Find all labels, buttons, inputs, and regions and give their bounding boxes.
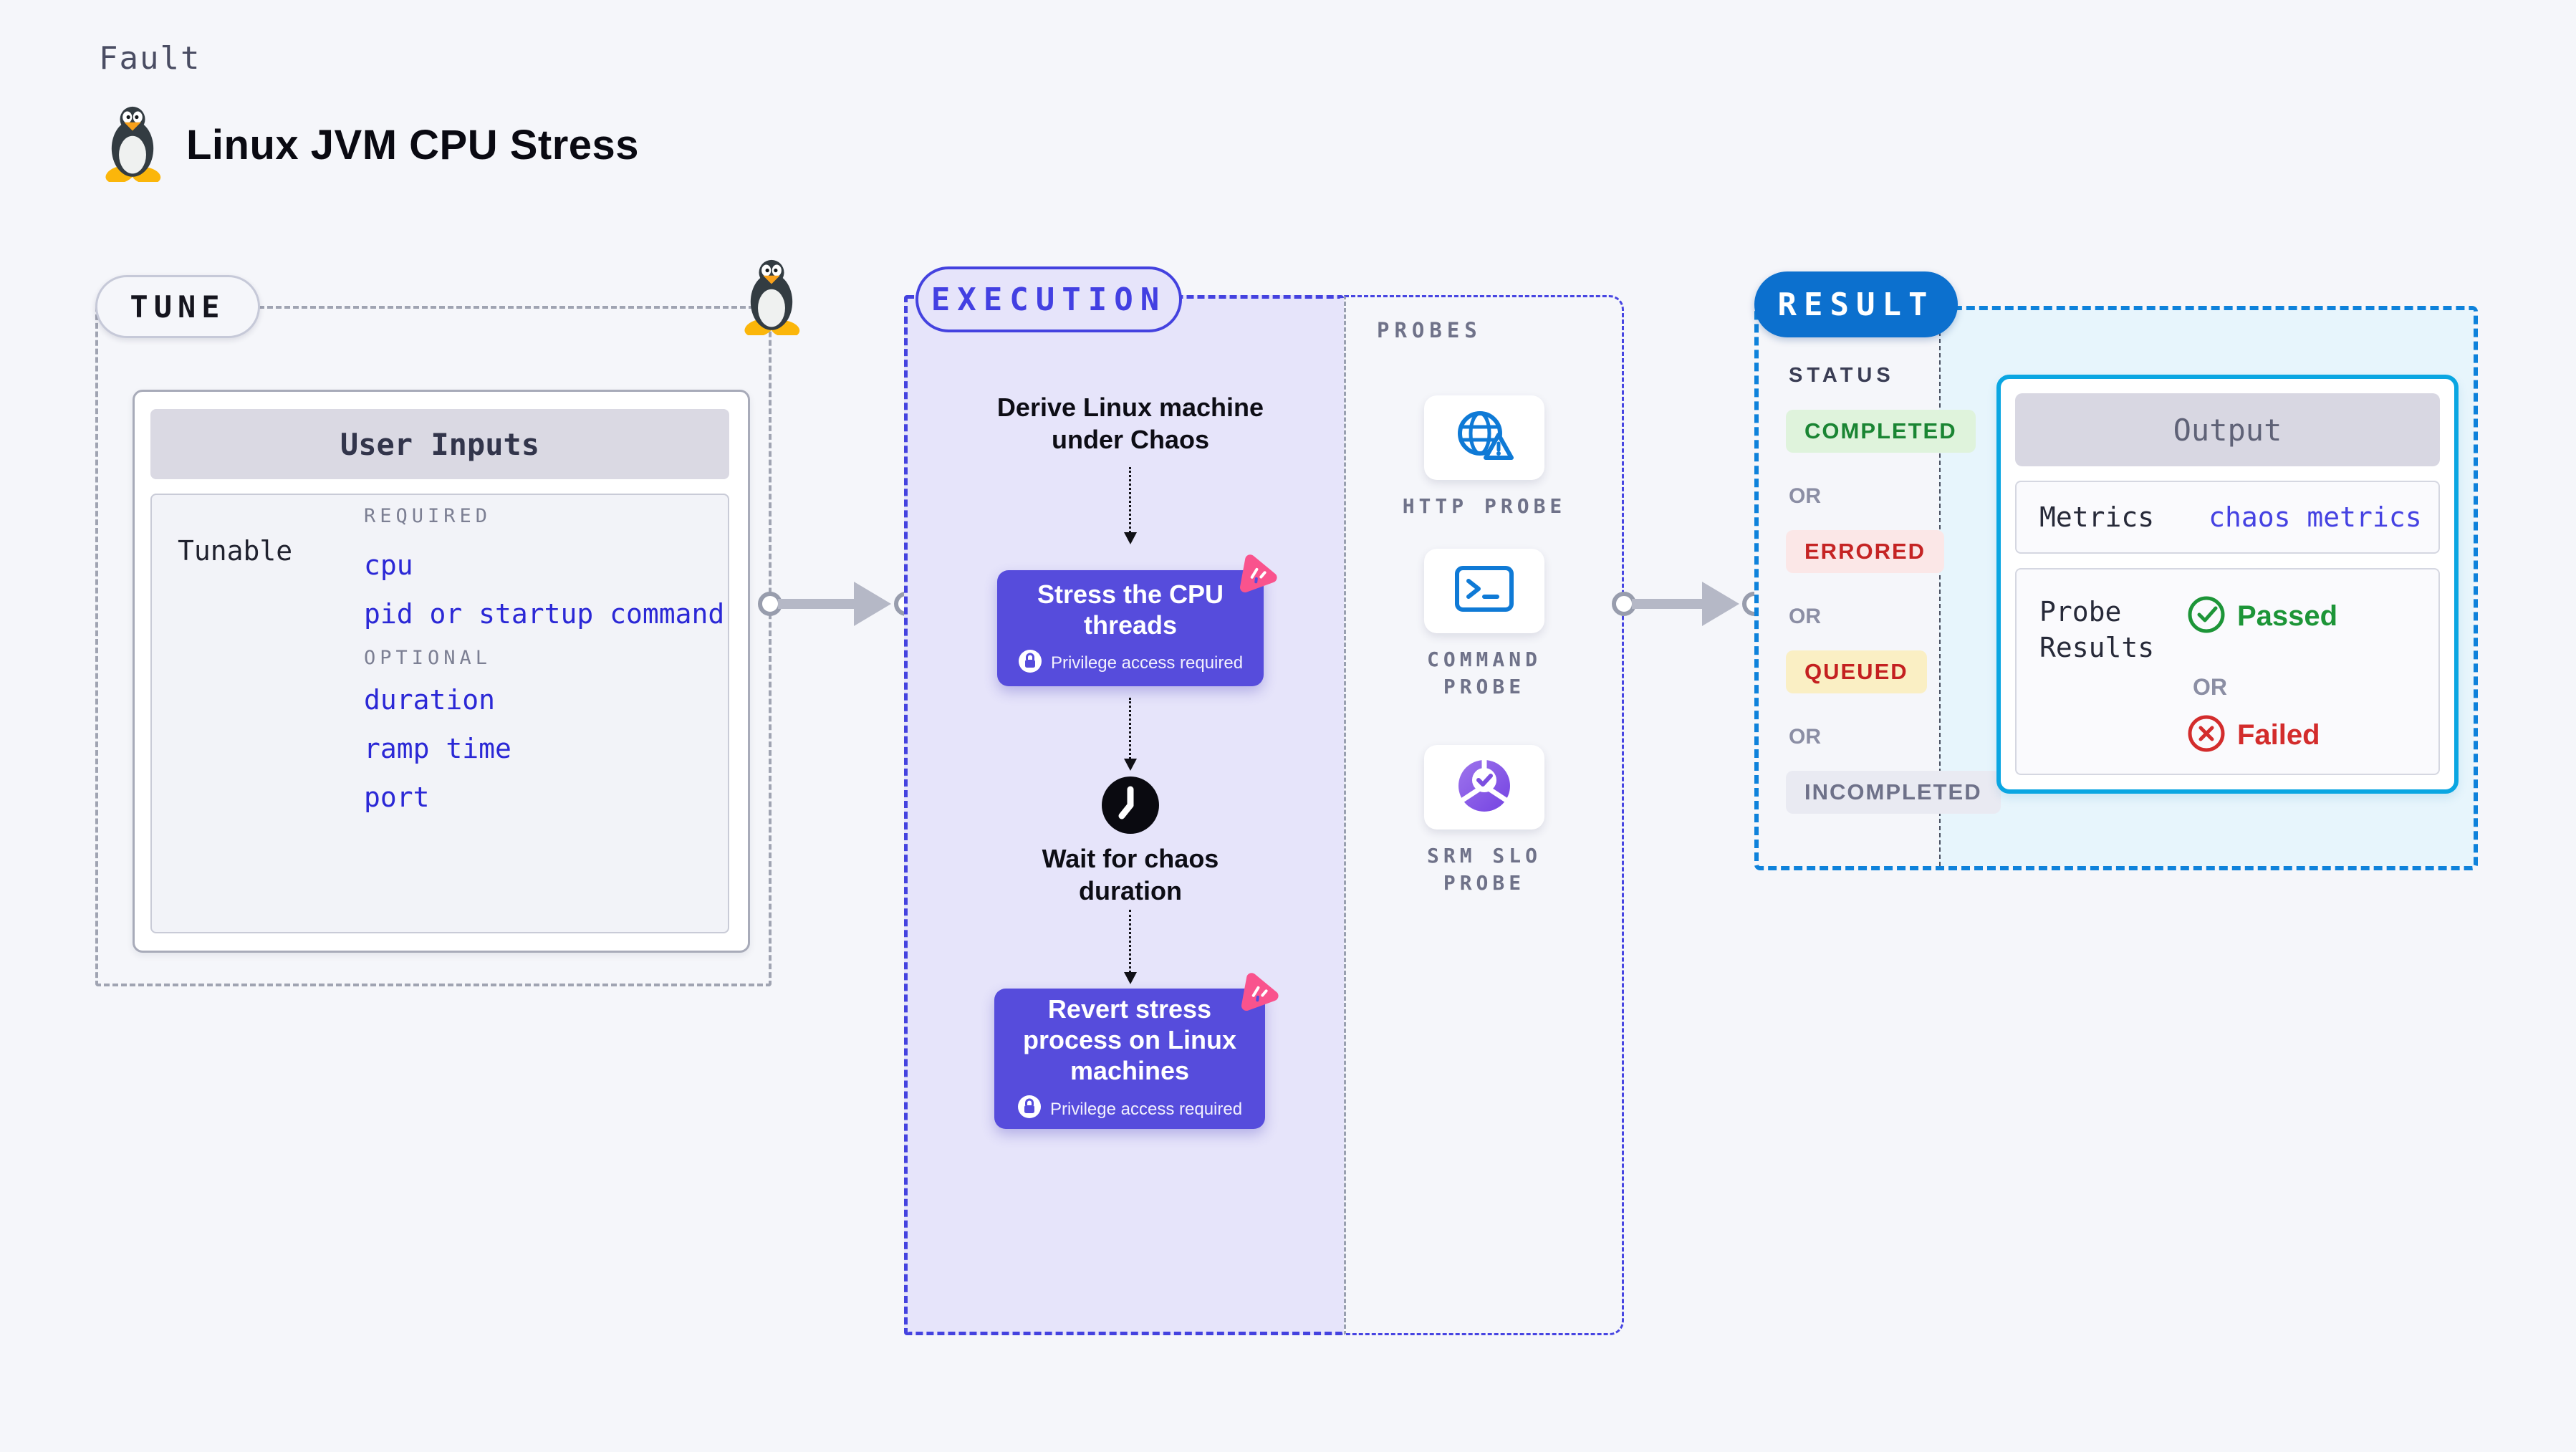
metrics-row: Metrics chaos metrics bbox=[2015, 481, 2440, 554]
connector-line bbox=[778, 599, 857, 609]
status-label: STATUS bbox=[1789, 364, 1895, 387]
status-badge-incompleted: INCOMPLETED bbox=[1786, 771, 2001, 814]
srm-slo-probe-label: SRM SLO PROBE bbox=[1426, 844, 1542, 895]
connector-line bbox=[1632, 599, 1703, 609]
privilege-note-row: Privilege access required bbox=[1017, 1095, 1242, 1124]
lock-icon bbox=[1017, 1095, 1042, 1124]
lock-icon bbox=[1018, 649, 1042, 678]
globe-warning-icon bbox=[1451, 408, 1517, 468]
fault-eyebrow-label: Fault bbox=[99, 40, 201, 77]
tune-section-box bbox=[95, 306, 772, 986]
tunable-row-label: Tunable bbox=[178, 535, 293, 567]
flow-arrow-down-icon bbox=[1123, 698, 1138, 771]
probe-results-row: Probe Results Passed OR F bbox=[2015, 568, 2440, 775]
check-circle-icon bbox=[2187, 595, 2226, 638]
status-badge-queued: QUEUED bbox=[1786, 650, 1927, 693]
step-derive-machine: Derive Linux machine under Chaos bbox=[996, 393, 1264, 454]
input-item-duration: duration bbox=[364, 684, 496, 716]
required-section-label: REQUIRED bbox=[364, 505, 492, 527]
passed-verdict: Passed bbox=[2187, 595, 2337, 638]
privilege-note: Privilege access required bbox=[1050, 653, 1244, 673]
tune-badge: TUNE bbox=[95, 275, 260, 338]
action-title: Stress the CPU threads bbox=[1037, 579, 1224, 640]
action-title: Revert stress process on Linux machines bbox=[1022, 994, 1237, 1085]
result-badge: RESULT bbox=[1754, 271, 1958, 337]
flow-arrow-down-icon bbox=[1123, 467, 1138, 544]
or-label: OR bbox=[1789, 725, 1821, 749]
privilege-note-row: Privilege access required bbox=[1018, 649, 1243, 678]
slo-donut-icon bbox=[1453, 755, 1515, 820]
tune-to-execution-connector bbox=[758, 580, 918, 629]
input-item-port: port bbox=[364, 782, 430, 813]
or-label: OR bbox=[2193, 674, 2227, 700]
or-label: OR bbox=[1789, 605, 1821, 628]
passed-label: Passed bbox=[2237, 600, 2338, 632]
tux-penguin-icon bbox=[99, 105, 166, 186]
command-probe-label: COMMAND PROBE bbox=[1426, 648, 1542, 698]
flow-arrow-down-icon bbox=[1123, 910, 1138, 984]
step-wait-duration: Wait for chaos duration bbox=[1042, 844, 1219, 905]
failed-label: Failed bbox=[2237, 719, 2320, 751]
http-probe-label: HTTP PROBE bbox=[1402, 494, 1567, 518]
chaos-logo-icon bbox=[1232, 552, 1278, 595]
command-probe-card bbox=[1424, 549, 1544, 633]
user-inputs-header: User Inputs bbox=[150, 409, 729, 479]
http-probe-card bbox=[1424, 395, 1544, 480]
privilege-note: Privilege access required bbox=[1049, 1099, 1243, 1119]
title-row: Linux JVM CPU Stress bbox=[99, 105, 639, 186]
optional-section-label: OPTIONAL bbox=[364, 647, 492, 669]
or-label: OR bbox=[1789, 484, 1821, 508]
input-item-cpu: cpu bbox=[364, 549, 413, 581]
output-card: Output Metrics chaos metrics Probe Resul… bbox=[1996, 375, 2459, 794]
arrowhead-icon bbox=[1702, 582, 1739, 626]
metrics-value: chaos metrics bbox=[2209, 501, 2422, 533]
page-title: Linux JVM CPU Stress bbox=[186, 122, 640, 168]
action-revert-stress: Revert stress process on Linux machines … bbox=[994, 973, 1279, 1129]
clock-icon bbox=[1100, 775, 1160, 839]
arrowhead-icon bbox=[854, 582, 891, 626]
tux-penguin-icon-small bbox=[738, 258, 805, 338]
input-item-pid-or-startup-command: pid or startup command bbox=[364, 598, 725, 630]
failed-verdict: Failed bbox=[2187, 714, 2320, 756]
status-badge-completed: COMPLETED bbox=[1786, 410, 1976, 453]
chaos-logo-icon bbox=[1234, 970, 1279, 1013]
output-header: Output bbox=[2015, 393, 2440, 466]
execution-badge: EXECUTION bbox=[915, 266, 1182, 332]
user-inputs-table: User Inputs Tunable REQUIRED cpu pid or … bbox=[133, 390, 750, 953]
srm-slo-probe-card bbox=[1424, 745, 1544, 830]
action-stress-cpu: Stress the CPU threads Privilege access … bbox=[997, 554, 1277, 686]
x-circle-icon bbox=[2187, 714, 2226, 756]
input-item-ramp-time: ramp time bbox=[364, 733, 511, 764]
metrics-label: Metrics bbox=[2039, 501, 2155, 533]
execution-to-result-connector bbox=[1612, 580, 1772, 629]
status-badge-errored: ERRORED bbox=[1786, 530, 1945, 573]
terminal-icon bbox=[1451, 562, 1517, 620]
user-inputs-body: Tunable REQUIRED cpu pid or startup comm… bbox=[150, 494, 729, 933]
probe-results-label: Probe Results bbox=[2039, 596, 2155, 663]
probes-label: PROBES bbox=[1377, 318, 1482, 342]
